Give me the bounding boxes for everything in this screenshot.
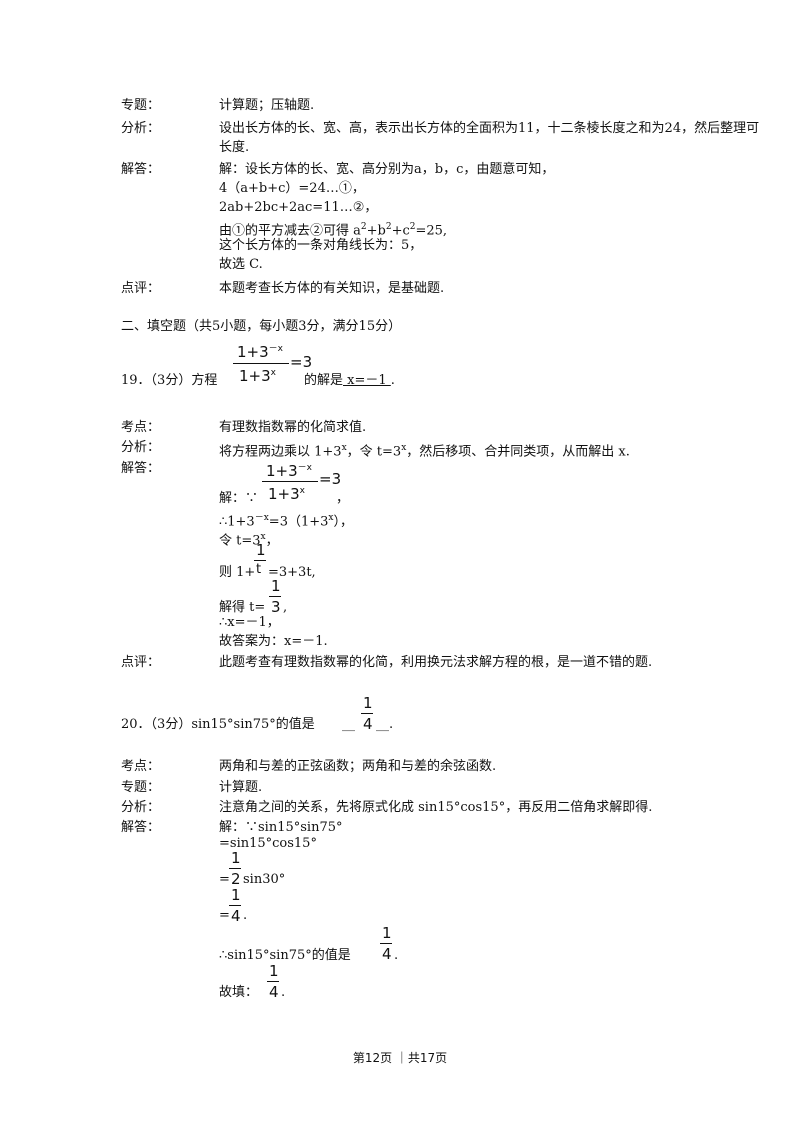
- fraction-numerator: 1: [269, 962, 279, 980]
- label-jieda: 解答：: [121, 820, 161, 835]
- q20-fraction-quarter: 1 4: [229, 886, 243, 926]
- q19-stem-suffix: 的解是 x=－1 .: [304, 373, 395, 388]
- q18-solution-line: 4（a+b+c）=24…①，: [219, 181, 365, 196]
- fraction-numerator: 1: [231, 849, 241, 867]
- section-title: 二、填空题（共5小题，每小题3分，满分15分）: [121, 319, 402, 334]
- fraction-bar: [229, 868, 241, 869]
- fraction-bar: [262, 481, 318, 482]
- q19-fraction-1-over-3: 1 3: [269, 577, 283, 617]
- q18-analysis-line1: 设出长方体的长、宽、高，表示出长方体的全面积为11，十二条棱长度之和为24，然后…: [219, 121, 760, 136]
- fraction-denominator: 2: [231, 870, 241, 888]
- q19-comment: 此题考查有理数指数幂的化简，利用换元法求解方程的根，是一道不错的题.: [219, 655, 653, 670]
- fraction-denominator: 4: [231, 907, 241, 925]
- q19-solution-line: ,: [283, 600, 288, 615]
- fraction-numerator: 1: [256, 541, 266, 559]
- q18-solution-line: 由①的平方减去②可得 a2+b2+c2=25,: [219, 222, 448, 239]
- label-zhuanti: 专题：: [121, 780, 161, 795]
- fraction-numerator: 1+3－x: [266, 462, 312, 480]
- q20-solution-line: ∴sin15°sin75°的值是: [219, 948, 351, 963]
- fraction-bar: [233, 363, 289, 364]
- q19-solution-line: ∴x=－1，: [219, 615, 280, 630]
- q19-solution-fraction: 1+3－x 1+3x =3: [262, 460, 342, 506]
- q20-solution-line: .: [243, 908, 248, 923]
- q20-stem: 20．（3分）sin15°sin75°的值是: [121, 717, 315, 732]
- fraction-bar: [254, 560, 266, 561]
- label-fenxi: 分析：: [121, 800, 161, 815]
- label-dianping: 点评：: [121, 281, 161, 296]
- fraction-bar: [229, 905, 241, 906]
- fraction-numerator: 1: [382, 924, 392, 942]
- label-jieda: 解答：: [121, 162, 161, 177]
- label-kaodian: 考点：: [121, 759, 161, 774]
- q18-comment: 本题考查长方体的有关知识，是基础题.: [219, 281, 445, 296]
- q20-topic: 计算题.: [219, 780, 263, 795]
- q18-solution-line: 这个长方体的一条对角线长为：5，: [219, 238, 423, 253]
- label-kaodian: 考点：: [121, 420, 161, 435]
- label-dianping: 点评：: [121, 655, 161, 670]
- q20-fraction-half: 1 2: [229, 849, 243, 889]
- label-zhuanti: 专题：: [121, 98, 161, 113]
- fraction-denominator: 4: [382, 945, 392, 963]
- label-fenxi: 分析：: [121, 121, 161, 136]
- fraction-denominator: 1+3x: [239, 367, 276, 385]
- label-jieda: 解答：: [121, 461, 161, 476]
- equation-rhs: =3: [319, 470, 342, 488]
- q18-topic: 计算题；压轴题.: [219, 98, 315, 113]
- fraction-denominator: 4: [363, 715, 373, 733]
- fraction-numerator: 1: [271, 577, 281, 595]
- q20-fraction-quarter: 1 4: [380, 924, 394, 964]
- label-fenxi: 分析：: [121, 440, 161, 455]
- q20-answer-fraction: 1 4: [361, 694, 375, 734]
- fraction-numerator: 1+3－x: [237, 343, 283, 361]
- q20-solution-line: .: [394, 948, 399, 963]
- fraction-bar: [269, 596, 281, 597]
- q20-solution-line: .: [281, 985, 286, 1000]
- fraction-bar: [267, 981, 279, 982]
- q20-analysis: 注意角之间的关系，先将原式化成 sin15°cos15°，再反用二倍角求解即得.: [219, 800, 653, 815]
- q20-solution-line: =: [219, 908, 230, 923]
- page-footer: 第12页 ｜共17页: [352, 1051, 448, 1065]
- q19-solution-line: 故答案为：x=－1.: [219, 634, 328, 649]
- fraction-denominator: 4: [269, 983, 279, 1001]
- q20-solution-line: =: [219, 872, 230, 887]
- q19-stem-prefix: 19．（3分）方程: [121, 373, 218, 388]
- q20-solution-line: 解：∵sin15°sin75°: [219, 820, 343, 835]
- q19-answer: x=－1: [343, 373, 391, 388]
- fraction-numerator: 1: [231, 886, 241, 904]
- q18-solution-line: 2ab+2bc+2ac=11…②，: [219, 200, 378, 215]
- q19-solution-comma: ，: [336, 491, 350, 506]
- fraction-bar: [361, 713, 373, 714]
- q18-solution-line: 故选 C.: [219, 257, 263, 272]
- q20-key-point: 两角和与差的正弦函数；两角和与差的余弦函数.: [219, 759, 497, 774]
- q19-solution-line: 则 1+: [219, 565, 256, 580]
- fraction-bar: [380, 943, 392, 944]
- equation-rhs: =3: [290, 353, 313, 371]
- q20-blank: __.: [376, 717, 394, 732]
- fraction-denominator: 3: [271, 598, 281, 616]
- fraction-denominator: 1+3x: [268, 485, 305, 503]
- q20-solution-line: sin30°: [243, 872, 286, 887]
- q19-analysis: 将方程两边乘以 1+3x，令 t=3x，然后移项、合并同类项，从而解出 x.: [219, 443, 630, 460]
- q20-solution-line: =sin15°cos15°: [219, 836, 317, 851]
- q19-solution-line: 解得 t=: [219, 600, 266, 615]
- q20-solution-line: 故填：: [219, 985, 259, 1000]
- q18-solution-line: 解：设长方体的长、宽、高分别为a，b，c，由题意可知，: [219, 162, 555, 177]
- q19-solution-because: 解：∵: [219, 491, 259, 506]
- q19-solution-line: 令 t=3x，: [219, 532, 279, 549]
- q19-solution-line: ∴1+3－x=3（1+3x），: [219, 513, 353, 530]
- q19-key-point: 有理数指数幂的化简求值.: [219, 420, 367, 435]
- q18-analysis-line2: 长度.: [219, 140, 250, 155]
- q19-equation-fraction: 1+3－x 1+3x =3: [233, 341, 312, 389]
- q19-solution-line: =3+3t,: [268, 565, 316, 580]
- q20-blank: __: [342, 717, 355, 732]
- q20-fraction-quarter: 1 4: [267, 962, 281, 1002]
- q19-fraction-1-over-t: 1 t: [254, 541, 268, 581]
- fraction-denominator: t: [256, 562, 262, 577]
- fraction-numerator: 1: [363, 694, 373, 712]
